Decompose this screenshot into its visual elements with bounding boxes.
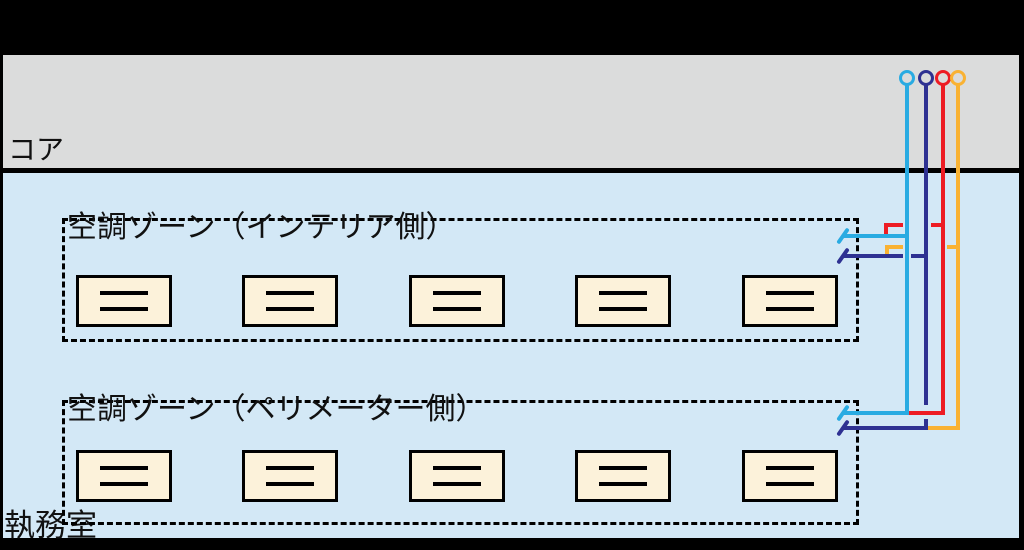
branch-interior-red-drop xyxy=(884,223,888,238)
zone-interior-label: 空調ゾーン（インテリア側） xyxy=(67,210,456,245)
fan-coil-unit xyxy=(575,275,671,327)
zone-interior-boundary xyxy=(62,218,859,342)
coil-symbol-line xyxy=(766,465,814,470)
coil-symbol-line xyxy=(266,290,314,295)
office-area xyxy=(3,173,1019,538)
riser-red xyxy=(941,77,945,415)
fan-coil-unit xyxy=(409,275,505,327)
office-label: 執務室 xyxy=(4,508,97,544)
fan-coil-unit xyxy=(242,450,338,502)
riser-orange xyxy=(956,77,960,430)
coil-symbol-line xyxy=(266,482,314,487)
coil-symbol-line xyxy=(100,465,148,470)
core-area xyxy=(3,55,1019,168)
unit-row-interior xyxy=(0,275,1024,327)
zone-perimeter-boundary xyxy=(62,400,859,525)
branch-interior-orange-drop xyxy=(885,245,889,258)
coil-symbol-line xyxy=(766,307,814,312)
fan-coil-unit xyxy=(76,450,172,502)
branch-perimeter-cyan xyxy=(844,411,909,415)
zone-perimeter-label: 空調ゾーン（ペリメーター側） xyxy=(67,392,486,427)
fan-coil-unit xyxy=(742,450,838,502)
branch-interior-red-seg1 xyxy=(884,223,903,227)
branch-perimeter-navy xyxy=(844,426,928,430)
riser-navy-upper-segment xyxy=(924,77,928,405)
branch-interior-cyan xyxy=(844,234,909,238)
coil-symbol-line xyxy=(433,307,481,312)
unit-row-perimeter xyxy=(0,450,1024,502)
branch-interior-orange-seg2 xyxy=(947,245,960,249)
fan-coil-unit xyxy=(76,275,172,327)
coil-symbol-line xyxy=(266,307,314,312)
riser-cap-navy-icon xyxy=(918,70,934,86)
core-office-divider xyxy=(3,168,1019,173)
branch-interior-navy-seg2 xyxy=(911,254,928,258)
coil-symbol-line xyxy=(599,307,647,312)
riser-cap-red-icon xyxy=(935,70,951,86)
branch-interior-red-seg2 xyxy=(931,223,945,227)
riser-cap-cyan-icon xyxy=(899,70,915,86)
coil-symbol-line xyxy=(433,482,481,487)
fan-coil-unit xyxy=(242,275,338,327)
branch-interior-orange-seg1 xyxy=(885,245,903,249)
riser-cap-orange-icon xyxy=(950,70,966,86)
coil-symbol-line xyxy=(100,290,148,295)
coil-symbol-line xyxy=(766,290,814,295)
coil-symbol-line xyxy=(599,290,647,295)
branch-interior-navy-seg1 xyxy=(844,254,903,258)
core-label: コア xyxy=(8,133,65,166)
coil-symbol-line xyxy=(599,465,647,470)
coil-symbol-line xyxy=(433,290,481,295)
coil-symbol-line xyxy=(100,482,148,487)
fan-coil-unit xyxy=(575,450,671,502)
fan-coil-unit xyxy=(742,275,838,327)
coil-symbol-line xyxy=(599,482,647,487)
fan-coil-unit xyxy=(409,450,505,502)
riser-navy-lower-segment xyxy=(924,419,928,430)
coil-symbol-line xyxy=(266,465,314,470)
riser-cyan xyxy=(905,77,909,415)
branch-perimeter-red xyxy=(909,411,945,415)
coil-symbol-line xyxy=(766,482,814,487)
coil-symbol-line xyxy=(433,465,481,470)
branch-perimeter-orange xyxy=(928,426,960,430)
coil-symbol-line xyxy=(100,307,148,312)
